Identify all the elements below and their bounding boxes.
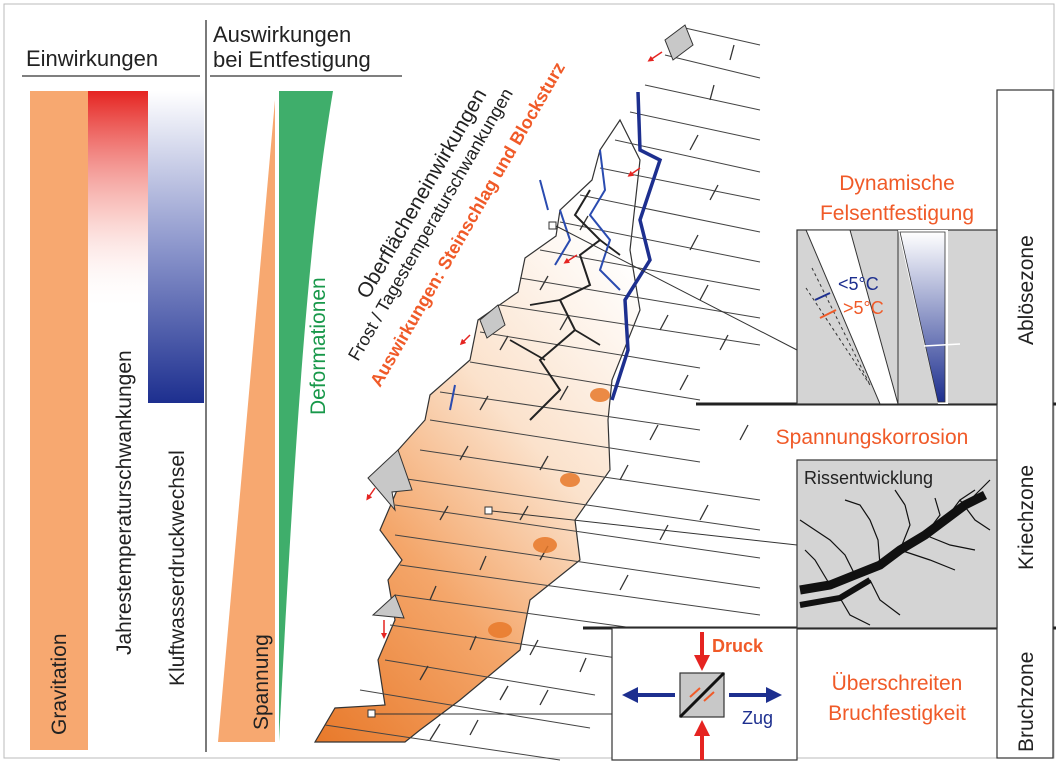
cold-arrow <box>814 292 831 301</box>
connector-mid <box>491 510 798 546</box>
deformation-wedge <box>279 91 333 742</box>
annual-temp-label: Jahrestemperaturschwankungen <box>113 350 136 655</box>
gravitation-label: Gravitation <box>48 633 71 735</box>
zone-strip <box>996 89 1054 759</box>
effects-header-line2: bei Entfestigung <box>213 47 371 72</box>
above5-label: >5°C <box>843 298 884 318</box>
crack-black-branches <box>509 239 621 361</box>
pointer-square-low <box>367 709 376 718</box>
bedding-planes <box>324 27 761 761</box>
stress-corrosion-label: Spannungskorrosion <box>776 426 969 449</box>
zone-ablose: Ablösezone <box>1015 235 1038 345</box>
water-joint-secondary <box>588 149 621 291</box>
stress-label: Spannung <box>250 634 273 730</box>
connector-upper <box>555 225 798 351</box>
zone-kriech: Kriechzone <box>1015 465 1038 570</box>
gravitation-bar <box>30 91 88 750</box>
rock-block-mid <box>479 304 506 339</box>
pointer-square-mid <box>484 506 493 515</box>
shear-arrow-a <box>689 687 701 698</box>
outer-frame <box>3 3 1055 759</box>
cleft-dashed-a <box>811 267 871 386</box>
joint-water-label: Kluftwasserdruckwechsel <box>166 450 189 686</box>
zone-bruch: Bruchzone <box>1015 652 1038 752</box>
rock-block-top <box>664 24 694 61</box>
shear-arrow-b <box>703 691 715 702</box>
rock-block-low <box>371 594 405 619</box>
below5-label: <5°C <box>838 274 879 294</box>
stress-hotspots <box>488 388 610 638</box>
annual-temp-bar <box>88 91 148 311</box>
crack-dev-label: Rissentwicklung <box>804 468 933 488</box>
dynamic-line2: Felsentfestigung <box>820 202 974 225</box>
stress-wedge <box>218 100 275 742</box>
pressure-label: Druck <box>712 636 764 656</box>
cleft-dashed-b <box>805 287 871 386</box>
joint-ticks <box>419 44 749 741</box>
deformation-label: Deformationen <box>307 277 330 415</box>
expansion-arrow <box>923 343 961 347</box>
warm-arrow <box>819 309 837 319</box>
pointer-square-upper <box>548 221 557 230</box>
surface-influence-label: Oberflächeneinwirkungen <box>352 85 491 303</box>
water-joint-small <box>449 179 572 411</box>
shear-plane <box>678 671 726 719</box>
exceed-line1: Überschreiten <box>832 672 963 695</box>
water-joint-main <box>610 91 663 401</box>
dynamic-line1: Dynamische <box>839 172 955 195</box>
crack-black <box>529 189 602 421</box>
exceed-line2: Bruchfestigkeit <box>828 702 966 725</box>
joint-water-bar <box>148 91 204 403</box>
tension-label: Zug <box>742 708 773 728</box>
rock-block-large <box>367 449 413 512</box>
crack-network <box>799 479 991 626</box>
influences-header: Einwirkungen <box>26 46 158 71</box>
effects-header-line1: Auswirkungen <box>213 22 351 47</box>
movement-arrows <box>366 51 663 639</box>
